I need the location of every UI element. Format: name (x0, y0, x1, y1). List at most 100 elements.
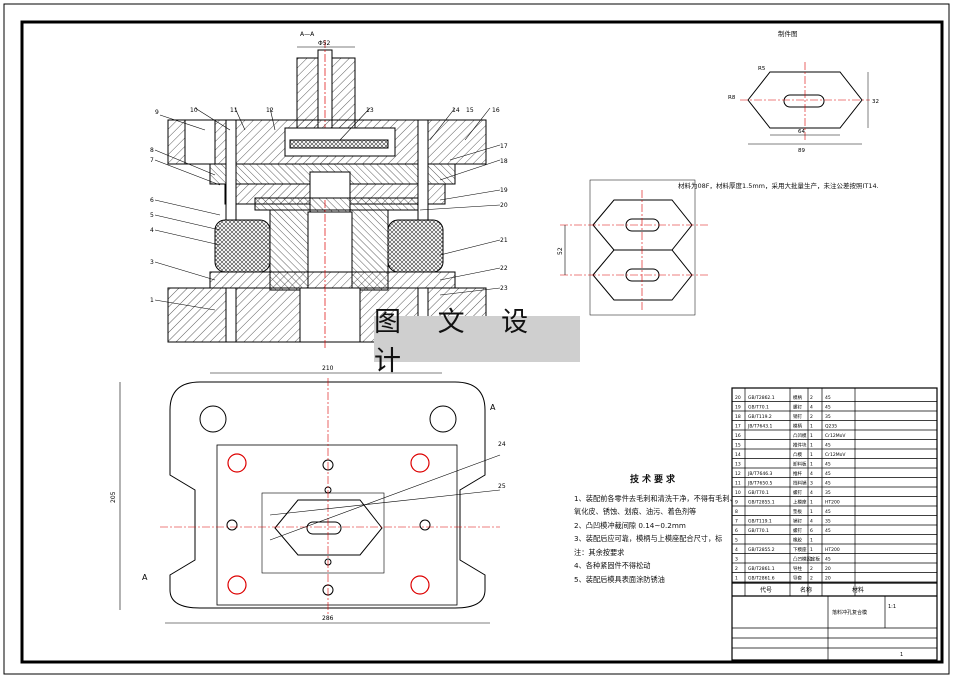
bom-cell: 1 (810, 433, 813, 439)
bom-table (731, 387, 938, 661)
svg-text:25: 25 (498, 483, 506, 490)
bom-cell: 垫板 (793, 508, 802, 515)
bom-cell: 1 (810, 443, 813, 449)
bom-cell: GB/T2861.6 (748, 576, 775, 582)
bom-cell: 1 (810, 452, 813, 458)
section-mark-bottom: A (142, 573, 148, 582)
blank-dim-32: 32 (872, 99, 879, 105)
strip-pitch-dim: 52 (557, 247, 564, 255)
bom-cell: 45 (825, 557, 831, 563)
bom-row-index: 10 (735, 490, 741, 496)
svg-text:7: 7 (150, 157, 154, 164)
bom-cell: 45 (825, 481, 831, 487)
bom-cell: 推件块 (793, 442, 807, 449)
bom-header-material: 材料 (852, 586, 864, 594)
svg-text:8: 8 (150, 147, 154, 154)
bom-row-index: 16 (735, 433, 741, 439)
bom-cell: 45 (825, 462, 831, 468)
bom-cell: 螺钉 (793, 404, 802, 411)
bom-cell: 推杆 (793, 470, 802, 477)
bom-cell: 1 (810, 509, 813, 515)
section-label: A—A (300, 31, 315, 38)
bom-cell: GB/T119.1 (748, 519, 772, 525)
bom-cell: 模柄 (793, 423, 802, 430)
bom-cell: GB/T2862.1 (748, 395, 775, 401)
bom-row-index: 4 (735, 547, 738, 553)
bom-cell: GB/T70.1 (748, 490, 769, 496)
bom-cell: 螺钉 (793, 527, 802, 534)
bom-cell: GB/T70.1 (748, 405, 769, 411)
svg-text:20: 20 (500, 202, 508, 209)
svg-text:4: 4 (150, 227, 154, 234)
tech-item: 1、装配前各零件去毛刺和清洗干净，不得有毛刺、 (574, 493, 737, 503)
bom-row-index: 5 (735, 538, 738, 544)
svg-text:14: 14 (452, 107, 460, 114)
bom-cell: 45 (825, 443, 831, 449)
bom-cell: 螺钉 (793, 489, 802, 496)
bom-cell: 20 (825, 576, 831, 582)
bom-cell: GB/T70.1 (748, 528, 769, 534)
bom-row-index: 12 (735, 471, 741, 477)
svg-text:10: 10 (190, 107, 198, 114)
bom-cell: Cr12MoV (825, 433, 846, 439)
bom-cell: 1 (810, 462, 813, 468)
plan-height-dim: 205 (110, 491, 117, 503)
bom-cell: 4 (810, 471, 813, 477)
bom-cell: 上模座 (793, 499, 807, 506)
title-block-name: 落料冲孔复合模 (832, 609, 867, 616)
svg-text:3: 3 (150, 259, 154, 266)
svg-text:15: 15 (466, 107, 474, 114)
bom-cell: 1 (810, 547, 813, 553)
bom-row-index: 13 (735, 462, 741, 468)
bom-cell: 4 (810, 519, 813, 525)
bom-row-index: 18 (735, 414, 741, 420)
bom-cell: 45 (825, 471, 831, 477)
bom-cell: 1 (810, 538, 813, 544)
tech-item: 3、装配后应可靠，模柄与上模座配合尺寸，标 (574, 534, 723, 543)
bom-cell: 4 (810, 405, 813, 411)
tech-item: 4、各种紧固件不得松动 (574, 561, 651, 570)
section-view (154, 40, 501, 350)
bom-cell: 4 (810, 490, 813, 496)
bom-cell: 2 (810, 395, 813, 401)
inner-border (20, 20, 944, 664)
bom-cell: Q235 (825, 424, 837, 430)
bom-cell: 凸凹模固定板 (793, 556, 820, 563)
svg-text:13: 13 (366, 107, 374, 114)
bom-cell: 45 (825, 395, 831, 401)
svg-text:18: 18 (500, 158, 508, 165)
bom-row-index: 15 (735, 443, 741, 449)
title-block-scale: 1:1 (888, 604, 896, 610)
base-width-dim: 286 (322, 615, 334, 622)
strip-layout (560, 179, 710, 316)
bom-cell: 6 (810, 528, 813, 534)
svg-text:17: 17 (500, 143, 508, 150)
bom-header-code: 代号 (760, 586, 772, 594)
bom-cell: JB/T7646.3 (747, 471, 773, 477)
bom-cell: 模柄 (793, 394, 802, 401)
bom-header-name: 名称 (800, 586, 812, 594)
svg-text:22: 22 (500, 265, 508, 272)
bom-cell: GB/T2855.2 (748, 547, 775, 553)
blank-dim-r8: R8 (728, 95, 736, 101)
blank-dim-r5: R5 (758, 66, 766, 72)
blank-dim-89: 89 (798, 148, 805, 154)
bom-cell: 45 (825, 528, 831, 534)
bom-cell: GB/T2861.1 (748, 566, 775, 572)
blank-view-title: 制件图 (778, 30, 798, 38)
bom-cell: JB/T7643.1 (747, 424, 773, 430)
bom-cell: 1 (810, 500, 813, 506)
bom-cell: 35 (825, 490, 831, 496)
plan-width-dim: 210 (322, 365, 334, 372)
bom-row-index: 7 (735, 519, 738, 525)
svg-text:19: 19 (500, 187, 508, 194)
bom-cell: 卸料板 (793, 461, 807, 468)
bom-cell: GB/T119.2 (748, 414, 772, 420)
watermark-banner: 图 文 设 计 (374, 307, 580, 377)
bom-cell: 导套 (793, 575, 802, 582)
svg-text:21: 21 (500, 237, 508, 244)
svg-text:1: 1 (150, 297, 154, 304)
tech-item: 2、凸凹模冲裁间隙 0.14~0.2mm (574, 520, 686, 530)
